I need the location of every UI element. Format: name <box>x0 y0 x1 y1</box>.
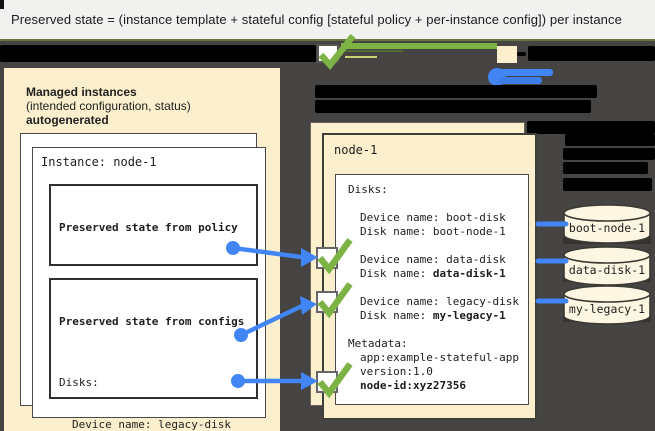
preserved-state-policy-box: Preserved state from policy Disks: Devic… <box>49 184 258 375</box>
instance-card-title: Instance: node-1 <box>41 155 157 169</box>
vm-disks-label: Disks: <box>348 183 388 196</box>
disk-cylinder-top <box>563 285 651 303</box>
redacted-bar <box>563 178 652 191</box>
checkbox-data-disk <box>316 247 338 269</box>
preserved-state-configs-box: Preserved state from configs Disks: Devi… <box>49 278 258 431</box>
redacted-bar <box>528 46 655 61</box>
corner-mark <box>0 0 4 9</box>
cream-mini-box <box>497 46 517 63</box>
configs-device-line: Device name: legacy-disk <box>72 418 231 431</box>
redacted-blue-bar <box>499 77 542 84</box>
vm-legacy-device-line: Device name: legacy-disk <box>360 295 519 308</box>
redacted-bar <box>563 162 648 174</box>
title-bar: Preserved state = (instance template + s… <box>0 0 655 41</box>
redacted-blue-bar <box>493 69 553 76</box>
green-connector-shadow <box>345 50 403 52</box>
redacted-dash <box>517 52 526 56</box>
green-connector-bar <box>341 43 497 49</box>
redacted-bar <box>315 85 597 98</box>
vm-metadata-app: app:example-stateful-app <box>360 351 519 364</box>
vm-panel: node-1 Disks: Device name: boot-disk Dis… <box>322 133 537 420</box>
vm-boot-disk-line: Disk name: boot-node-1 <box>360 225 506 238</box>
green-connector-highlight <box>345 56 377 58</box>
vm-data-disk-line: Disk name: data-disk-1 <box>360 267 506 280</box>
checkbox-node-id <box>316 371 338 393</box>
panel-header: Managed instances (intended configuratio… <box>26 85 191 127</box>
disk-cylinder-data: data-disk-1 <box>561 245 653 289</box>
disk-label-data: data-disk-1 <box>569 263 645 277</box>
diagram-title: Preserved state = (instance template + s… <box>11 12 622 27</box>
panel-header-line3: autogenerated <box>26 113 109 127</box>
vm-metadata-label: Metadata: <box>348 337 408 350</box>
vm-metadata-node: node-id:xyz27356 <box>360 379 466 392</box>
disk-cylinder-top <box>563 204 651 222</box>
panel-header-line2: (intended configuration, status) <box>26 99 191 113</box>
configs-box-title: Preserved state from configs <box>59 315 245 328</box>
checkbox-top <box>317 44 339 63</box>
panel-header-line1: Managed instances <box>26 85 137 99</box>
configs-disks-label: Disks: <box>59 376 99 389</box>
vm-legacy-disk-line: Disk name: my-legacy-1 <box>360 309 506 322</box>
checkbox-legacy-disk <box>316 291 338 313</box>
policy-box-title: Preserved state from policy <box>59 221 238 234</box>
disk-label-legacy: my-legacy-1 <box>569 302 645 316</box>
redacted-bar <box>563 148 655 160</box>
vm-boot-device-line: Device name: boot-disk <box>360 211 506 224</box>
redacted-bar <box>527 121 655 134</box>
managed-instances-panel: Managed instances (intended configuratio… <box>4 68 280 431</box>
disk-label-boot: boot-node-1 <box>569 221 645 235</box>
vm-title: node-1 <box>334 143 378 157</box>
vm-metadata-version: version:1.0 <box>360 365 433 378</box>
redacted-bar <box>315 100 591 113</box>
instance-card: Instance: node-1 Preserved state from po… <box>32 147 266 431</box>
redacted-bar <box>0 45 316 62</box>
disk-cylinder-legacy: my-legacy-1 <box>561 284 653 328</box>
redacted-bar <box>565 134 655 146</box>
disk-cylinder-top <box>563 246 651 264</box>
vm-disks-box: Disks: Device name: boot-disk Disk name:… <box>335 174 529 405</box>
vm-data-device-line: Device name: data-disk <box>360 253 506 266</box>
disk-cylinder-boot: boot-node-1 <box>561 203 653 247</box>
